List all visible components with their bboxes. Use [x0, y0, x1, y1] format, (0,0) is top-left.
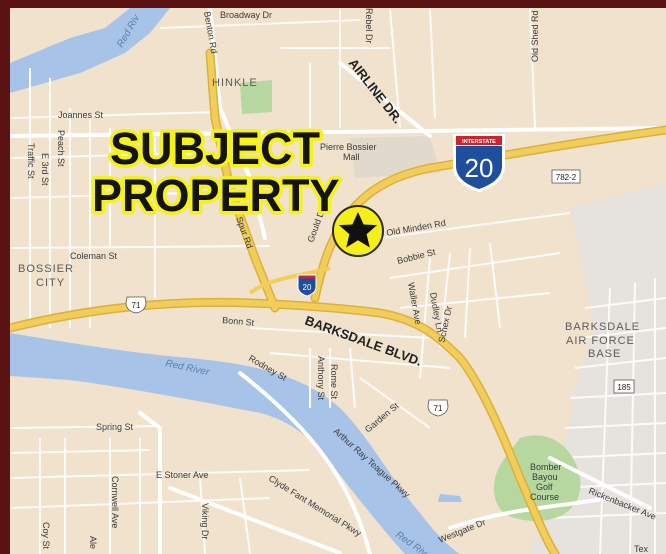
- street-anthony: Anthony St: [316, 356, 326, 401]
- us-71-label: 71: [434, 404, 443, 413]
- street-peach: Peach St: [56, 130, 66, 167]
- street-broadway: Broadway Dr: [220, 10, 272, 20]
- base-street-grid: [549, 278, 666, 554]
- area-label-air-force: AIR FORCE: [566, 335, 635, 347]
- street-spring: Spring St: [96, 422, 134, 432]
- map-canvas[interactable]: HINKLE BOSSIER CITY BARKSDALE AIR FORCE …: [10, 8, 666, 554]
- subject-label-line1: SUBJECT: [110, 123, 320, 174]
- subject-label-line2: PROPERTY: [92, 170, 340, 221]
- hinkle-park: [240, 80, 272, 114]
- area-label-hinkle: HINKLE: [212, 77, 258, 89]
- golf-label-4: Course: [530, 492, 559, 502]
- mall-label-1: Pierre Bossier: [320, 142, 377, 152]
- street-ale: Ale: [88, 536, 98, 549]
- subject-property-marker[interactable]: [332, 205, 384, 257]
- mall-label-2: Mall: [343, 152, 360, 162]
- street-e-stoner: E Stoner Ave: [156, 470, 208, 480]
- area-label-bossier: BOSSIER: [18, 263, 74, 275]
- street-viking: Viking Dr: [200, 503, 210, 539]
- star-icon: [339, 212, 377, 248]
- highway-ramp: [248, 266, 331, 295]
- map-svg: HINKLE BOSSIER CITY BARKSDALE AIR FORCE …: [10, 8, 666, 554]
- interstate-20-small-shield: 20: [297, 274, 317, 297]
- us-71-shield: 71: [125, 296, 147, 314]
- interstate-20-shield: INTERSTATE 20: [453, 134, 505, 192]
- street-traffic: Traffic St: [26, 143, 36, 179]
- route-185-label: 185: [617, 383, 631, 392]
- street-rebel: Rebel Dr: [364, 8, 374, 44]
- route-782-2-label: 782-2: [556, 173, 577, 182]
- us-71-label: 71: [132, 301, 141, 310]
- area-label-barksdale: BARKSDALE: [565, 321, 640, 333]
- interstate-small-number: 20: [303, 283, 312, 292]
- red-river-main: [10, 333, 460, 554]
- street-e3rd: E 3rd St: [40, 153, 50, 186]
- minor-streets: [10, 8, 571, 554]
- golf-label-1: Bomber: [530, 462, 562, 472]
- street-coleman: Coleman St: [70, 251, 118, 261]
- route-185-shield: 185: [613, 379, 635, 394]
- pond: [438, 494, 462, 502]
- golf-label-2: Bayou: [532, 472, 558, 482]
- red-river-upper: [10, 8, 170, 93]
- interstate-number: 20: [465, 153, 494, 183]
- interstate-label: INTERSTATE: [462, 139, 496, 145]
- area-label-city: CITY: [36, 277, 65, 289]
- street-coy: Coy St: [41, 522, 51, 550]
- golf-label-3: Golf: [536, 482, 553, 492]
- street-old-shed: Old Shed Rd: [530, 10, 540, 62]
- street-tex: Tex: [634, 544, 649, 554]
- street-cornwell: Cornwell Ave: [110, 476, 120, 528]
- street-joannes: Joannes St: [58, 110, 104, 120]
- area-label-base: BASE: [588, 348, 621, 360]
- street-bonn: Bonn St: [222, 315, 255, 328]
- route-782-2-shield: 782-2: [551, 169, 581, 184]
- us-71-shield: 71: [427, 399, 449, 417]
- street-rome: Rome St: [329, 364, 339, 400]
